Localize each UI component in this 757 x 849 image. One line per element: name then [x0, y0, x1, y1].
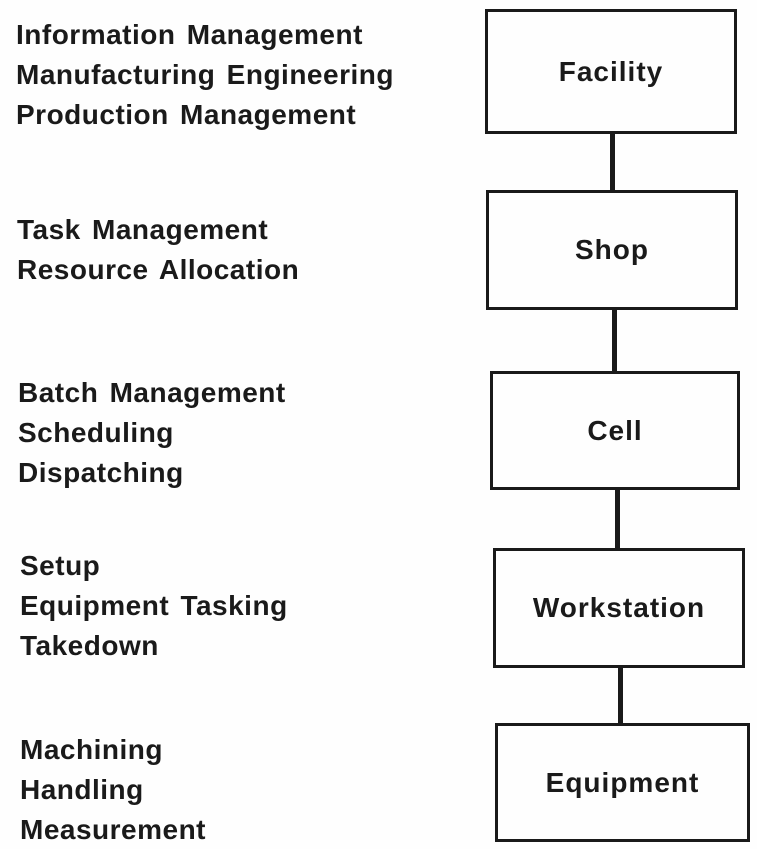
function-item: Setup — [20, 550, 101, 581]
level-box-equipment: Equipment — [495, 723, 750, 842]
function-list-workstation: Setup Equipment Tasking Takedown — [20, 546, 288, 666]
function-item: Resource Allocation — [17, 254, 300, 285]
level-label-facility: Facility — [558, 55, 664, 87]
function-item: Machining — [20, 734, 163, 765]
function-item: Scheduling — [18, 417, 174, 448]
level-label-shop: Shop — [575, 234, 649, 265]
connector-shop-cell — [612, 309, 617, 372]
function-item: Information Management — [16, 19, 363, 50]
level-label-workstation: Workstation — [532, 592, 706, 623]
level-box-workstation: Workstation — [493, 548, 745, 668]
connector-facility-shop — [610, 133, 615, 191]
function-item: Measurement — [20, 814, 207, 845]
level-box-facility: Facility — [485, 9, 737, 134]
connector-cell-workstation — [615, 489, 620, 549]
level-box-cell: Cell — [490, 371, 740, 490]
function-item: Takedown — [20, 630, 159, 661]
function-list-facility: Information Management Manufacturing Eng… — [16, 15, 394, 135]
function-item: Handling — [20, 774, 144, 805]
function-item: Dispatching — [18, 457, 184, 488]
function-list-cell: Batch Management Scheduling Dispatching — [18, 373, 286, 493]
level-label-cell: Cell — [587, 414, 643, 446]
function-item: Manufacturing Engineering — [16, 59, 394, 90]
level-label-equipment: Equipment — [545, 766, 700, 798]
function-item: Production Management — [16, 99, 357, 130]
function-item: Equipment Tasking — [20, 590, 288, 621]
function-list-equipment: Machining Handling Measurement — [20, 730, 206, 849]
level-box-shop: Shop — [486, 190, 738, 310]
function-list-shop: Task Management Resource Allocation — [17, 210, 299, 290]
function-item: Task Management — [17, 214, 269, 245]
function-item: Batch Management — [18, 377, 286, 408]
connector-workstation-equipment — [618, 667, 623, 724]
